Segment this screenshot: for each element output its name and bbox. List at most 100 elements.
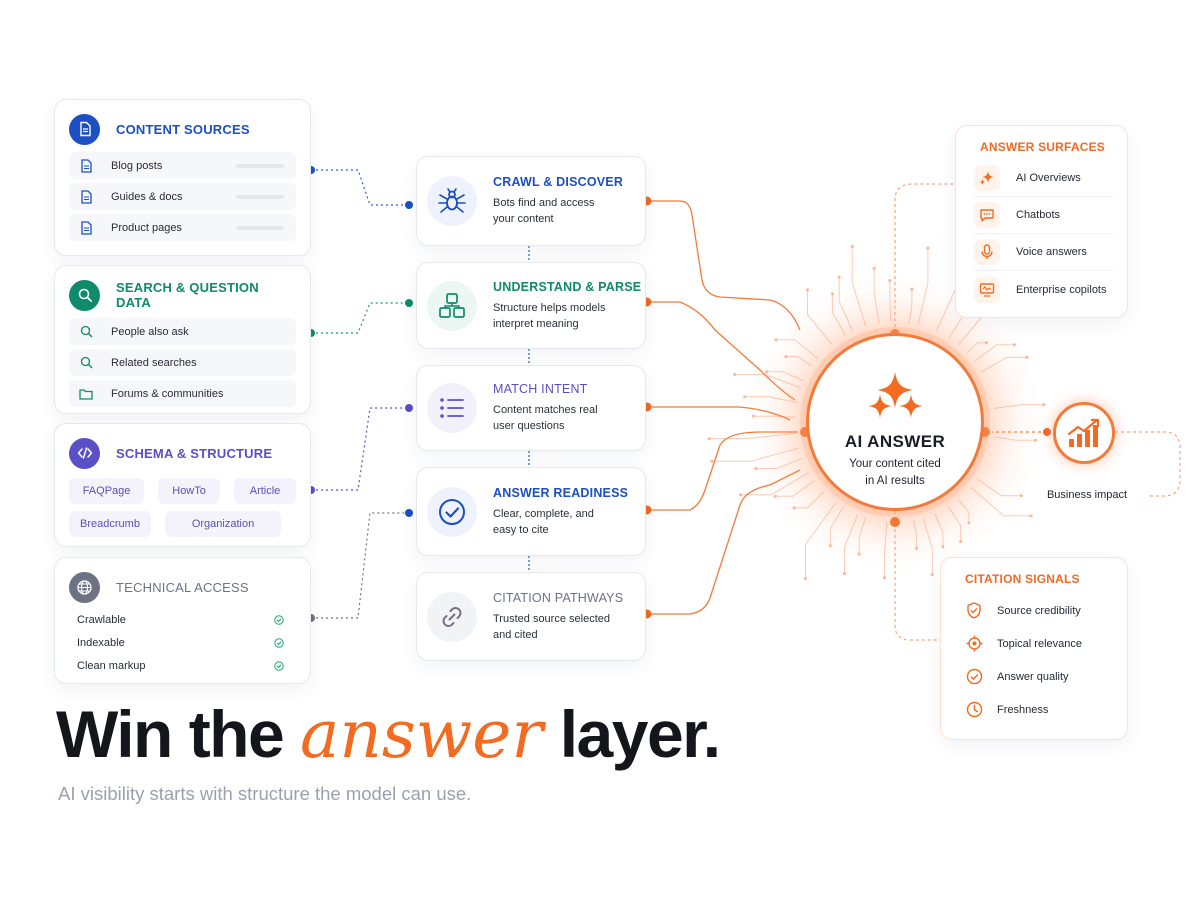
list-item-label: Answer quality bbox=[997, 670, 1069, 683]
step-answer-readiness: ANSWER READINESS Clear, complete, and ea… bbox=[416, 467, 646, 556]
search-question-data-title: SEARCH & QUESTION DATA bbox=[116, 280, 259, 310]
list-item: Freshness bbox=[965, 693, 1113, 726]
circuit-node bbox=[805, 288, 810, 292]
search-question-data-card: SEARCH & QUESTION DATA People also ask R… bbox=[54, 265, 311, 414]
search-icon bbox=[69, 279, 100, 311]
list-item-label: Topical relevance bbox=[997, 637, 1082, 650]
step-description: easy to cite bbox=[493, 523, 549, 536]
clock-icon bbox=[965, 701, 983, 719]
list-item: Forums & communities bbox=[69, 380, 296, 407]
step-description: Bots find and access bbox=[493, 197, 595, 209]
answer-surfaces-title: ANSWER SURFACES bbox=[980, 140, 1106, 154]
hub-subtitle-line: in AI results bbox=[865, 475, 925, 487]
list-item-label: Source credibility bbox=[997, 604, 1081, 617]
structure-icon bbox=[427, 280, 477, 331]
monitor-icon bbox=[974, 276, 1000, 303]
step-title: UNDERSTAND & PARSE bbox=[493, 279, 642, 294]
list-item: Chatbots bbox=[974, 197, 1113, 234]
microphone-icon bbox=[974, 239, 1000, 265]
list-item: Product pages bbox=[69, 214, 296, 241]
schema-chip: Article bbox=[234, 478, 296, 504]
business-impact-label: Business impact bbox=[1046, 489, 1128, 501]
step-description: user questions bbox=[493, 420, 565, 432]
step-title: CITATION PATHWAYS bbox=[493, 590, 624, 605]
check-item-label: Indexable bbox=[77, 636, 125, 649]
check-circle-icon bbox=[965, 668, 983, 686]
list-item: Topical relevance bbox=[965, 627, 1113, 660]
headline-pre: Win the bbox=[56, 697, 301, 771]
step-description: and cited bbox=[493, 628, 538, 641]
circuit-node bbox=[850, 244, 854, 248]
document-icon bbox=[77, 188, 95, 206]
chat-icon bbox=[974, 202, 1000, 228]
technical-access-card: TECHNICAL ACCESS Crawlable Indexable Cle… bbox=[54, 557, 311, 684]
search-icon bbox=[77, 323, 95, 341]
shield-icon bbox=[965, 602, 983, 620]
circuit-node bbox=[872, 266, 876, 270]
globe-icon bbox=[69, 571, 100, 603]
circuit-node bbox=[837, 275, 841, 279]
tagline: AI visibility starts with structure the … bbox=[58, 783, 472, 804]
headline-post: layer. bbox=[542, 697, 721, 771]
step-title: CRAWL & DISCOVER bbox=[493, 175, 624, 189]
list-item: People also ask bbox=[69, 318, 296, 345]
list-item-label: Related searches bbox=[111, 356, 197, 369]
spider-icon bbox=[427, 176, 477, 226]
list-item-label: Chatbots bbox=[1016, 209, 1061, 221]
document-icon bbox=[77, 219, 95, 237]
step-understand-parse: UNDERSTAND & PARSE Structure helps model… bbox=[416, 262, 646, 349]
document-icon bbox=[77, 157, 95, 175]
circuit-node bbox=[710, 459, 714, 463]
circuit-node bbox=[926, 246, 930, 250]
sparkles-icon bbox=[868, 372, 923, 418]
check-circle-icon bbox=[274, 614, 284, 625]
check-circle-icon bbox=[427, 486, 477, 537]
list-item: Blog posts bbox=[69, 152, 296, 179]
schema-chip: Breadcrumb bbox=[69, 511, 151, 537]
step-citation-pathways: CITATION PATHWAYS Trusted source selecte… bbox=[416, 572, 646, 661]
folder-icon bbox=[77, 385, 95, 403]
hub-subtitle: Your content cited in AI results bbox=[829, 456, 961, 490]
citation-signals-card: CITATION SIGNALS Source credibility Topi… bbox=[940, 557, 1128, 740]
list-item-label: Product pages bbox=[111, 221, 182, 234]
citation-signals-title: CITATION SIGNALS bbox=[965, 572, 1080, 586]
list-item-label: Guides & docs bbox=[111, 190, 183, 203]
list-item-label: Enterprise copilots bbox=[1016, 283, 1107, 296]
step-description: interpret meaning bbox=[493, 317, 579, 330]
list-item: Answer quality bbox=[965, 660, 1113, 693]
headline-accent: answer bbox=[300, 696, 543, 773]
list-item: Source credibility bbox=[965, 594, 1113, 627]
circuit-node bbox=[707, 437, 711, 441]
schema-chip: Organization bbox=[165, 511, 281, 537]
step-description: Content matches real bbox=[493, 404, 598, 416]
technical-access-title: TECHNICAL ACCESS bbox=[116, 579, 249, 595]
document-icon bbox=[69, 113, 100, 145]
list-item-label: AI Overviews bbox=[1016, 172, 1081, 184]
step-description: Structure helps models bbox=[493, 301, 606, 314]
circuit-node bbox=[803, 577, 808, 581]
content-sources-card: CONTENT SOURCES Blog posts Guides & docs… bbox=[54, 99, 311, 256]
hub-subtitle-line: Your content cited bbox=[849, 458, 941, 470]
list-item: Enterprise copilots bbox=[974, 271, 1113, 308]
list-item-label: Voice answers bbox=[1016, 246, 1087, 258]
step-description: Clear, complete, and bbox=[493, 507, 594, 520]
check-item-label: Clean markup bbox=[77, 659, 146, 672]
check-circle-icon bbox=[274, 660, 284, 671]
list-item-label: Forums & communities bbox=[111, 387, 224, 400]
step-match-intent: MATCH INTENT Content matches real user q… bbox=[416, 365, 646, 451]
schema-chip: FAQPage bbox=[69, 478, 145, 504]
target-icon bbox=[965, 635, 983, 653]
check-item-label: Crawlable bbox=[77, 613, 126, 626]
list-icon bbox=[427, 383, 477, 433]
growth-chart-icon bbox=[1053, 402, 1115, 464]
step-crawl-discover: CRAWL & DISCOVER Bots find and access yo… bbox=[416, 156, 646, 246]
circuit-node bbox=[882, 576, 887, 580]
step-title: ANSWER READINESS bbox=[493, 485, 629, 500]
list-item: Related searches bbox=[69, 349, 296, 376]
content-sources-title: CONTENT SOURCES bbox=[116, 121, 250, 137]
placeholder-bar bbox=[236, 163, 284, 168]
circuit-node bbox=[930, 573, 934, 577]
circuit-node bbox=[842, 572, 847, 576]
list-item-label: Freshness bbox=[997, 703, 1049, 716]
list-item: AI Overviews bbox=[974, 160, 1113, 197]
